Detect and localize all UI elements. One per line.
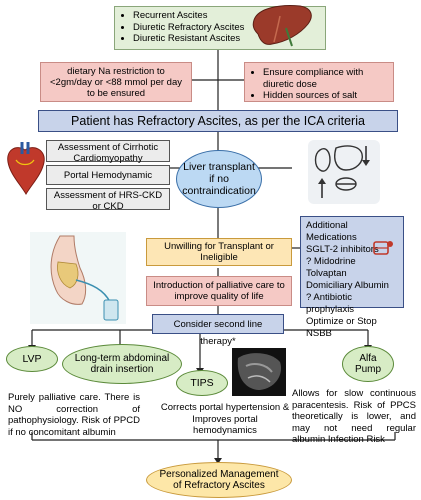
med-item: Tolvaptan (306, 268, 347, 279)
med-item: ? Midodrine (306, 256, 356, 267)
assessment-cardiomyopathy: Assessment of Cirrhotic Cardiomyopathy (46, 140, 170, 164)
ultrasound-image (232, 348, 286, 396)
second-line-box: Consider second line therapy* (152, 314, 284, 347)
palliative-care-text: Introduction of palliative care to impro… (153, 280, 285, 302)
option-drain: Long-term abdominal drain insertion (62, 344, 182, 384)
second-line-text: Consider second line therapy* (173, 319, 263, 347)
pill-icon (373, 241, 393, 255)
drain-bag-illustration (30, 232, 126, 324)
med-heading: Additional Medications (306, 220, 357, 243)
assessment-ckd: Assessment of HRS-CKD or CKD (46, 188, 170, 212)
med-item: ? Antibiotic prophylaxis (306, 292, 355, 315)
tips-note-text: Corrects portal hypertension & Improves … (160, 402, 290, 436)
alfa-pump-note-text: Allows for slow continuous paracentesis.… (292, 388, 416, 445)
option-tips-label: TIPS (190, 377, 214, 389)
tips-note: Corrects portal hypertension & Improves … (160, 402, 290, 437)
refractory-ascites-header: Patient has Refractory Ascites, as per t… (38, 110, 398, 132)
liver-icon (252, 5, 312, 47)
refractory-ascites-title: Patient has Refractory Ascites, as per t… (71, 114, 365, 128)
personalized-management-text: Personalized Management of Refractory As… (159, 468, 279, 492)
lvp-note-text: Purely palliative care. There is NO corr… (8, 392, 140, 438)
option-lvp-label: LVP (22, 353, 42, 365)
unwilling-box: Unwilling for Transplant or Ineligible (146, 238, 292, 266)
option-alfa-pump-label: Alfa Pump (354, 352, 382, 376)
unwilling-text: Unwilling for Transplant or Ineligible (164, 241, 274, 263)
option-tips: TIPS (176, 370, 228, 396)
liver-transplant-ellipse: Liver transplant if no contraindication (176, 150, 262, 208)
cause-item: Recurrent Ascites (133, 10, 319, 22)
kidney-drug-icon (308, 140, 380, 204)
liver-transplant-text: Liver transplant if no contraindication (182, 161, 256, 197)
cause-item: Diuretic Resistant Ascites (133, 33, 319, 45)
compliance-item: Hidden sources of salt (263, 90, 387, 102)
sodium-restriction-box: dietary Na restriction to <2gm/day or <8… (40, 62, 192, 102)
med-item: Optimize or Stop NSBB (306, 316, 377, 339)
cause-item: Diuretic Refractory Ascites (133, 22, 319, 34)
compliance-box: Ensure compliance with diuretic dose Hid… (244, 62, 394, 102)
lvp-note: Purely palliative care. There is NO corr… (8, 392, 140, 438)
personalized-management-ellipse: Personalized Management of Refractory As… (146, 462, 292, 498)
assessment-portal: Portal Hemodynamic Assessment (46, 165, 170, 198)
option-alfa-pump: Alfa Pump (342, 346, 394, 382)
palliative-care-box: Introduction of palliative care to impro… (146, 276, 292, 306)
option-lvp: LVP (6, 346, 58, 372)
option-drain-label: Long-term abdominal drain insertion (74, 352, 170, 376)
compliance-item: Ensure compliance with diuretic dose (263, 67, 387, 90)
med-item: SGLT-2 inhibitors (306, 244, 379, 255)
assessment-cardiomyopathy-text: Assessment of Cirrhotic Cardiomyopathy (57, 142, 159, 164)
additional-medications-box: Additional Medications SGLT-2 inhibitors… (300, 216, 404, 339)
heart-icon (7, 142, 45, 195)
assessment-ckd-text: Assessment of HRS-CKD or CKD (53, 190, 163, 212)
sodium-restriction-text: dietary Na restriction to <2gm/day or <8… (49, 65, 182, 99)
med-item: Domiciliary Albumin (306, 280, 389, 291)
alfa-pump-note: Allows for slow continuous paracentesis.… (292, 388, 416, 446)
